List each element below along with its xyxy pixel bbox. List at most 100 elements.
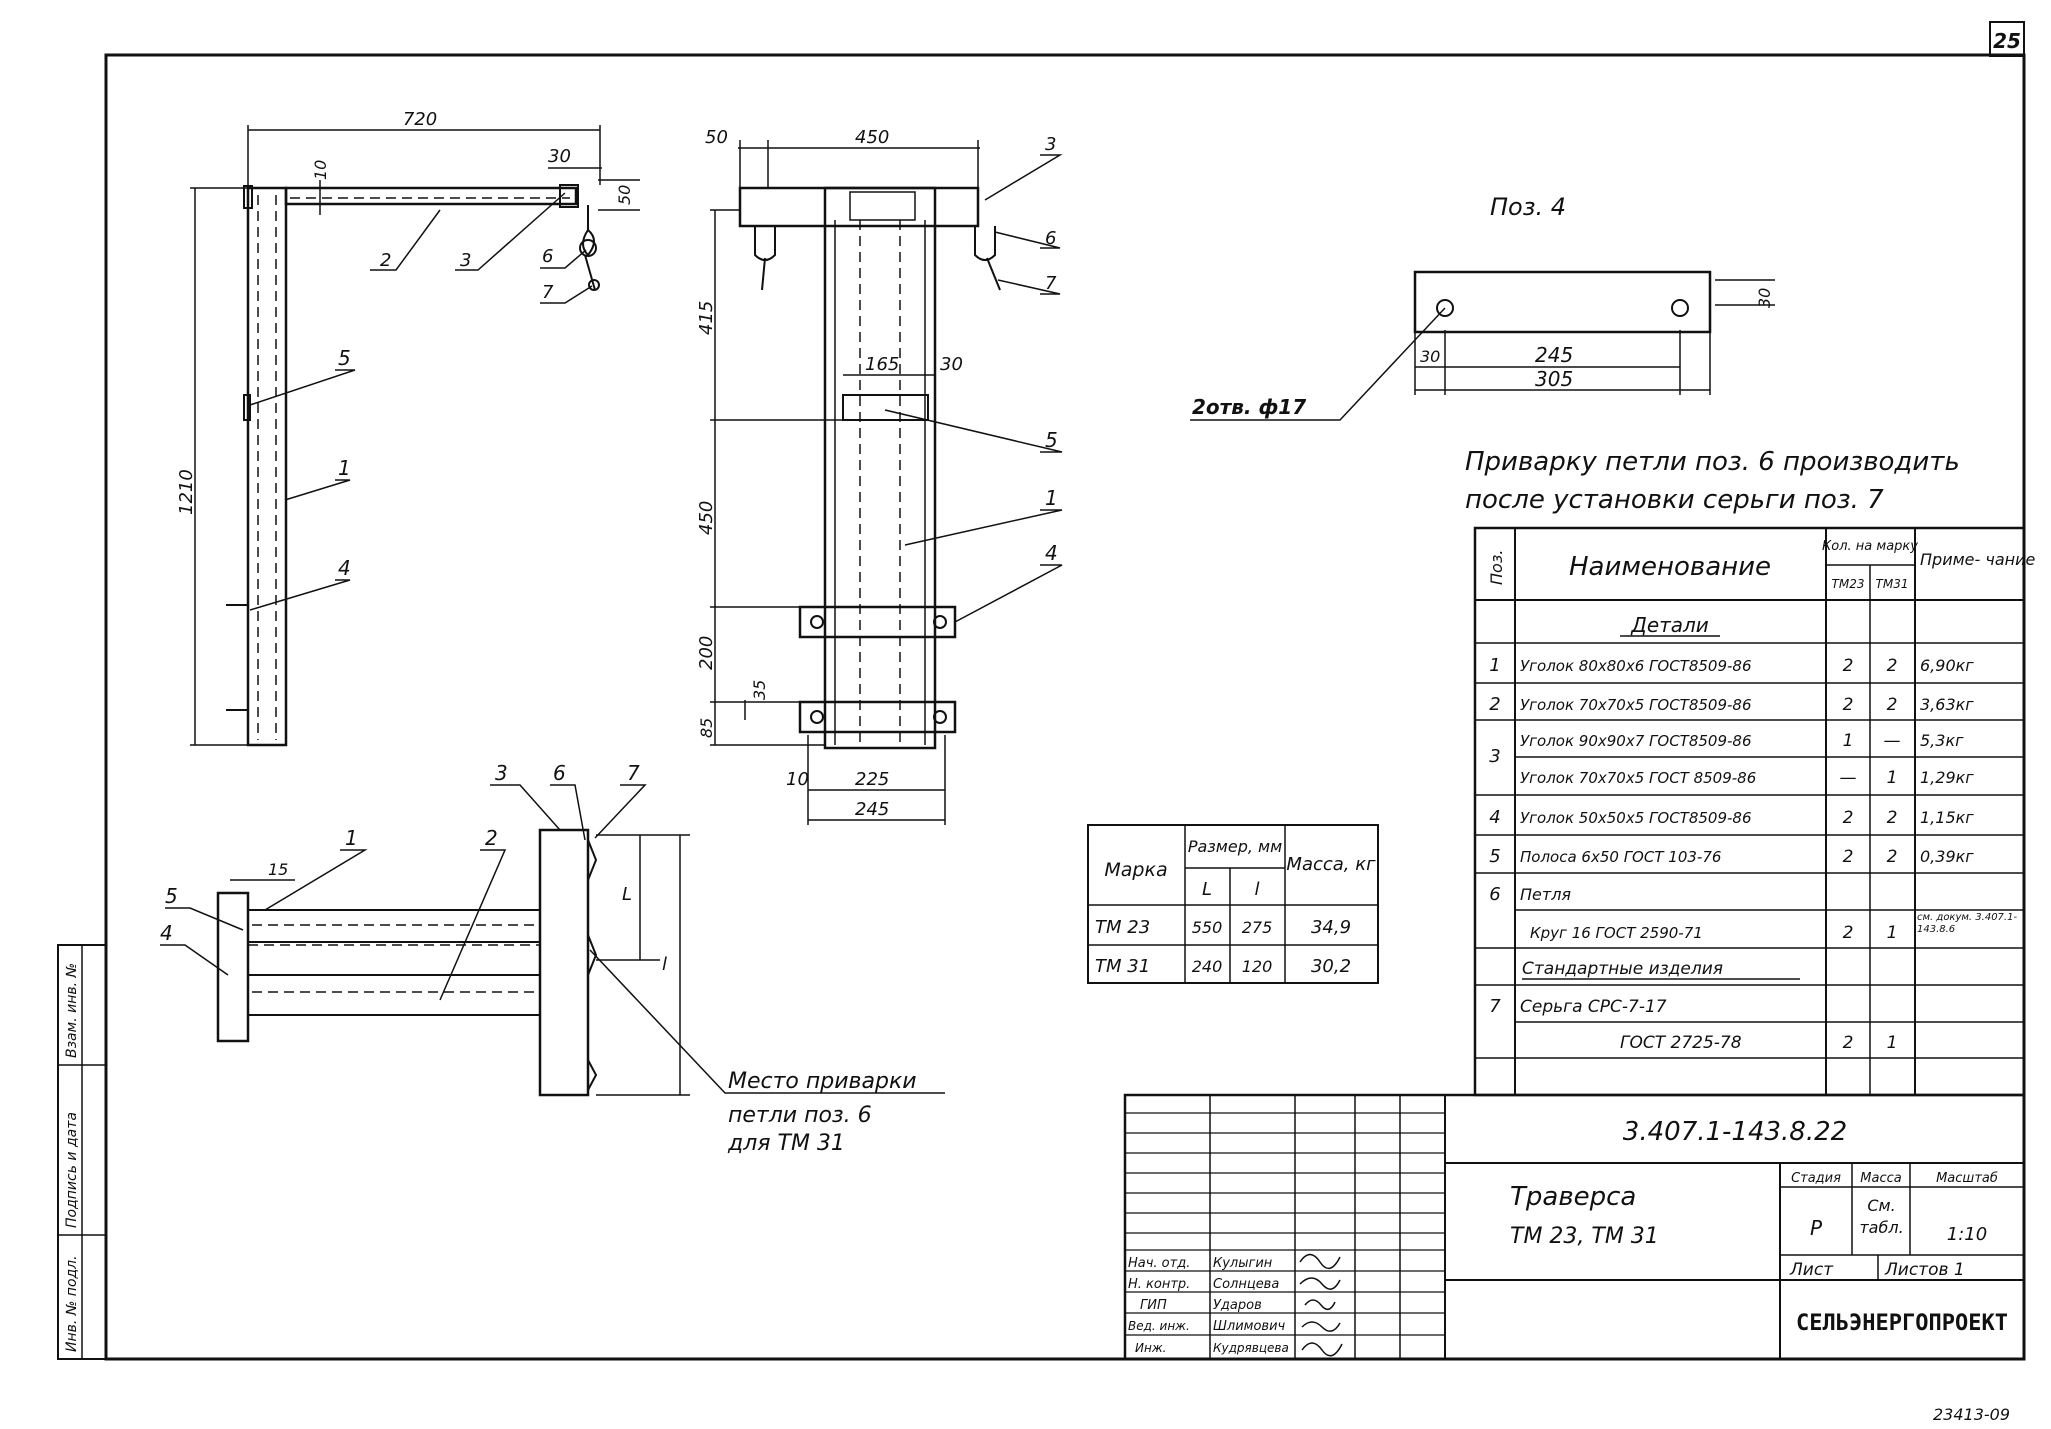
size-h-mass: Масса, кг xyxy=(1286,854,1376,875)
svg-text:35: 35 xyxy=(750,680,769,700)
spec-row: ГОСТ 2725-78 2 1 xyxy=(1620,1033,1897,1053)
svg-text:450: 450 xyxy=(855,127,889,148)
mass-value: См. табл. xyxy=(1859,1196,1904,1237)
svg-text:3: 3 xyxy=(495,761,508,785)
left-stamp: Инв. № подл. Подпись и дата Взам. инв. № xyxy=(57,944,107,1360)
svg-text:2: 2 xyxy=(1887,808,1898,828)
svg-text:0,39кг: 0,39кг xyxy=(1920,847,1974,866)
weld-note-line2: петли поз. 6 xyxy=(728,1103,872,1128)
svg-text:Уголок 80x80x6 ГОСТ8509-86: Уголок 80x80x6 ГОСТ8509-86 xyxy=(1520,657,1752,675)
svg-text:1: 1 xyxy=(1887,1033,1898,1053)
svg-text:Н. контр.: Н. контр. xyxy=(1128,1277,1190,1292)
spec-h-pos: Поз. xyxy=(1487,550,1506,585)
svg-text:ГИП: ГИП xyxy=(1140,1298,1167,1313)
svg-text:Инж.: Инж. xyxy=(1135,1341,1166,1355)
signature-4 xyxy=(1301,1321,1341,1332)
item-marks: ТМ 23, ТМ 31 xyxy=(1510,1224,1659,1249)
svg-text:Лист: Лист xyxy=(1789,1260,1834,1280)
svg-text:2: 2 xyxy=(1887,656,1898,676)
weld-note-line1: Место приварки xyxy=(728,1069,917,1094)
svg-text:2: 2 xyxy=(1843,808,1854,828)
svg-text:6: 6 xyxy=(553,761,566,785)
plan-view: L l 15 3 6 7 1 2 5 4 xyxy=(160,761,945,1097)
svg-text:7: 7 xyxy=(1489,996,1501,1017)
svg-text:225: 225 xyxy=(855,769,889,790)
svg-text:1: 1 xyxy=(345,826,358,850)
svg-text:415: 415 xyxy=(696,301,717,335)
archive-number: 23413-09 xyxy=(1933,1405,2010,1424)
svg-text:L: L xyxy=(622,884,632,905)
spec-row8-note: см. докум. 3.407.1-143.8.6 xyxy=(1917,912,2018,935)
note-line2: после установки серьги поз. 7 xyxy=(1465,485,1884,515)
spec-row: 1 Уголок 80x80x6 ГОСТ8509-86 2 2 6,90кг xyxy=(1489,655,1974,676)
size-table: Марка Размер, мм Масса, кг L l ТМ 23 550… xyxy=(1087,824,1379,984)
svg-text:2: 2 xyxy=(380,250,391,271)
svg-text:7: 7 xyxy=(627,761,640,785)
weld-note-line3: для ТМ 31 xyxy=(727,1131,845,1156)
svg-text:34,9: 34,9 xyxy=(1311,917,1351,938)
spec-h-note: Приме- чание xyxy=(1920,550,2035,569)
svg-text:Кулыгин: Кулыгин xyxy=(1213,1256,1273,1271)
svg-text:120: 120 xyxy=(1242,957,1273,976)
svg-text:6: 6 xyxy=(542,246,553,267)
note-line1: Приварку петли поз. 6 производить xyxy=(1465,447,1960,477)
organization: СЕЛЬЭНЕРГОПРОЕКТ xyxy=(1796,1311,2008,1336)
svg-text:Стадия: Стадия xyxy=(1791,1171,1841,1186)
svg-text:Кудрявцева: Кудрявцева xyxy=(1213,1341,1289,1355)
svg-text:1: 1 xyxy=(1887,923,1898,943)
svg-text:10: 10 xyxy=(786,769,809,790)
svg-text:Петля: Петля xyxy=(1520,885,1571,904)
svg-text:Вед. инж.: Вед. инж. xyxy=(1128,1319,1190,1333)
svg-text:5: 5 xyxy=(1045,428,1058,452)
svg-text:2: 2 xyxy=(1887,847,1898,867)
svg-text:ТМ31: ТМ31 xyxy=(1876,577,1909,591)
svg-text:4: 4 xyxy=(1045,541,1058,565)
svg-text:Уголок 70x70x5 ГОСТ 8509-86: Уголок 70x70x5 ГОСТ 8509-86 xyxy=(1520,769,1756,787)
front-view: 50 450 415 450 200 85 35 165 30 10 225 2… xyxy=(696,127,1063,825)
signature-1 xyxy=(1299,1253,1341,1270)
svg-text:450: 450 xyxy=(696,501,717,535)
svg-text:2: 2 xyxy=(1843,923,1854,943)
svg-text:245: 245 xyxy=(1535,343,1573,367)
signature-3 xyxy=(1304,1299,1336,1311)
svg-text:ТМ 23: ТМ 23 xyxy=(1095,917,1150,938)
pos4-title: Поз. 4 xyxy=(1490,193,1566,221)
svg-text:50: 50 xyxy=(615,185,634,205)
svg-text:5: 5 xyxy=(165,884,178,908)
spec-h-name: Наименование xyxy=(1569,552,1771,582)
svg-text:30: 30 xyxy=(548,146,571,167)
svg-text:550: 550 xyxy=(1192,918,1223,937)
signature-5 xyxy=(1301,1342,1343,1357)
spec-row: Уголок 70x70x5 ГОСТ 8509-86 — 1 1,29кг xyxy=(1520,768,1974,788)
svg-text:2: 2 xyxy=(1843,847,1854,867)
stamp-replace-label: Взам. инв. № xyxy=(64,963,80,1058)
svg-text:Масса: Масса xyxy=(1860,1171,1901,1186)
svg-text:1:10: 1:10 xyxy=(1947,1224,1987,1245)
svg-text:10: 10 xyxy=(311,160,330,180)
svg-text:2: 2 xyxy=(1843,695,1854,715)
svg-text:5: 5 xyxy=(338,346,351,370)
svg-text:Полоса 6x50 ГОСТ 103-76: Полоса 6x50 ГОСТ 103-76 xyxy=(1520,848,1721,866)
svg-text:50: 50 xyxy=(705,127,728,148)
svg-text:Ударов: Ударов xyxy=(1213,1298,1262,1313)
svg-text:ГОСТ 2725-78: ГОСТ 2725-78 xyxy=(1620,1033,1742,1053)
svg-text:Солнцева: Солнцева xyxy=(1213,1277,1279,1292)
pos4-detail: Поз. 4 30 245 305 30 2отв. ф17 xyxy=(1190,193,1775,421)
svg-text:4: 4 xyxy=(1489,807,1500,828)
svg-text:l: l xyxy=(662,954,667,975)
svg-text:7: 7 xyxy=(542,282,554,303)
svg-text:3,63кг: 3,63кг xyxy=(1920,695,1974,714)
hole-label: 2отв. ф17 xyxy=(1192,395,1306,419)
svg-text:4: 4 xyxy=(338,556,351,580)
svg-text:720: 720 xyxy=(403,109,437,130)
spec-section-details: Детали xyxy=(1630,613,1709,637)
svg-text:30,2: 30,2 xyxy=(1311,956,1351,977)
svg-text:Уголок 50x50x5 ГОСТ8509-86: Уголок 50x50x5 ГОСТ8509-86 xyxy=(1520,809,1752,827)
spec-row: 5 Полоса 6x50 ГОСТ 103-76 2 2 0,39кг xyxy=(1489,846,1974,867)
svg-text:6,90кг: 6,90кг xyxy=(1920,656,1974,675)
svg-text:Нач. отд.: Нач. отд. xyxy=(1128,1256,1190,1271)
svg-text:6: 6 xyxy=(1489,884,1500,905)
svg-text:7: 7 xyxy=(1045,273,1057,294)
svg-text:—: — xyxy=(1840,768,1857,788)
